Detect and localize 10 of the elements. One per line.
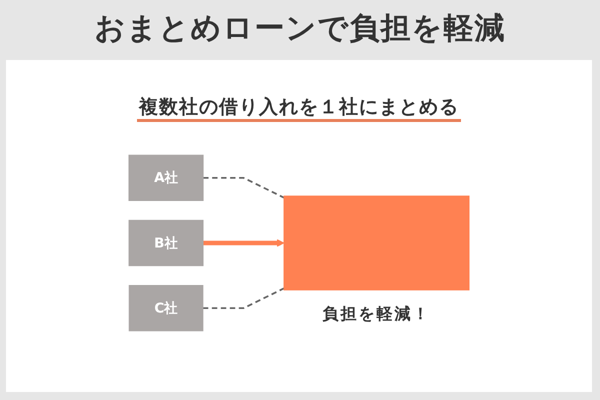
process-box	[284, 196, 470, 290]
process-box: C社	[128, 285, 204, 332]
title: おまとめローンで負担を軽減	[94, 11, 506, 46]
process-box: B社	[128, 220, 204, 266]
process-box: A社	[128, 154, 204, 201]
node-caption: 負担を軽減！	[322, 304, 431, 325]
connector-line	[202, 288, 284, 310]
connector-line	[203, 176, 284, 198]
arrow	[203, 239, 284, 247]
subheading: 複数社の借り入れを１社にまとめる	[137, 96, 461, 122]
